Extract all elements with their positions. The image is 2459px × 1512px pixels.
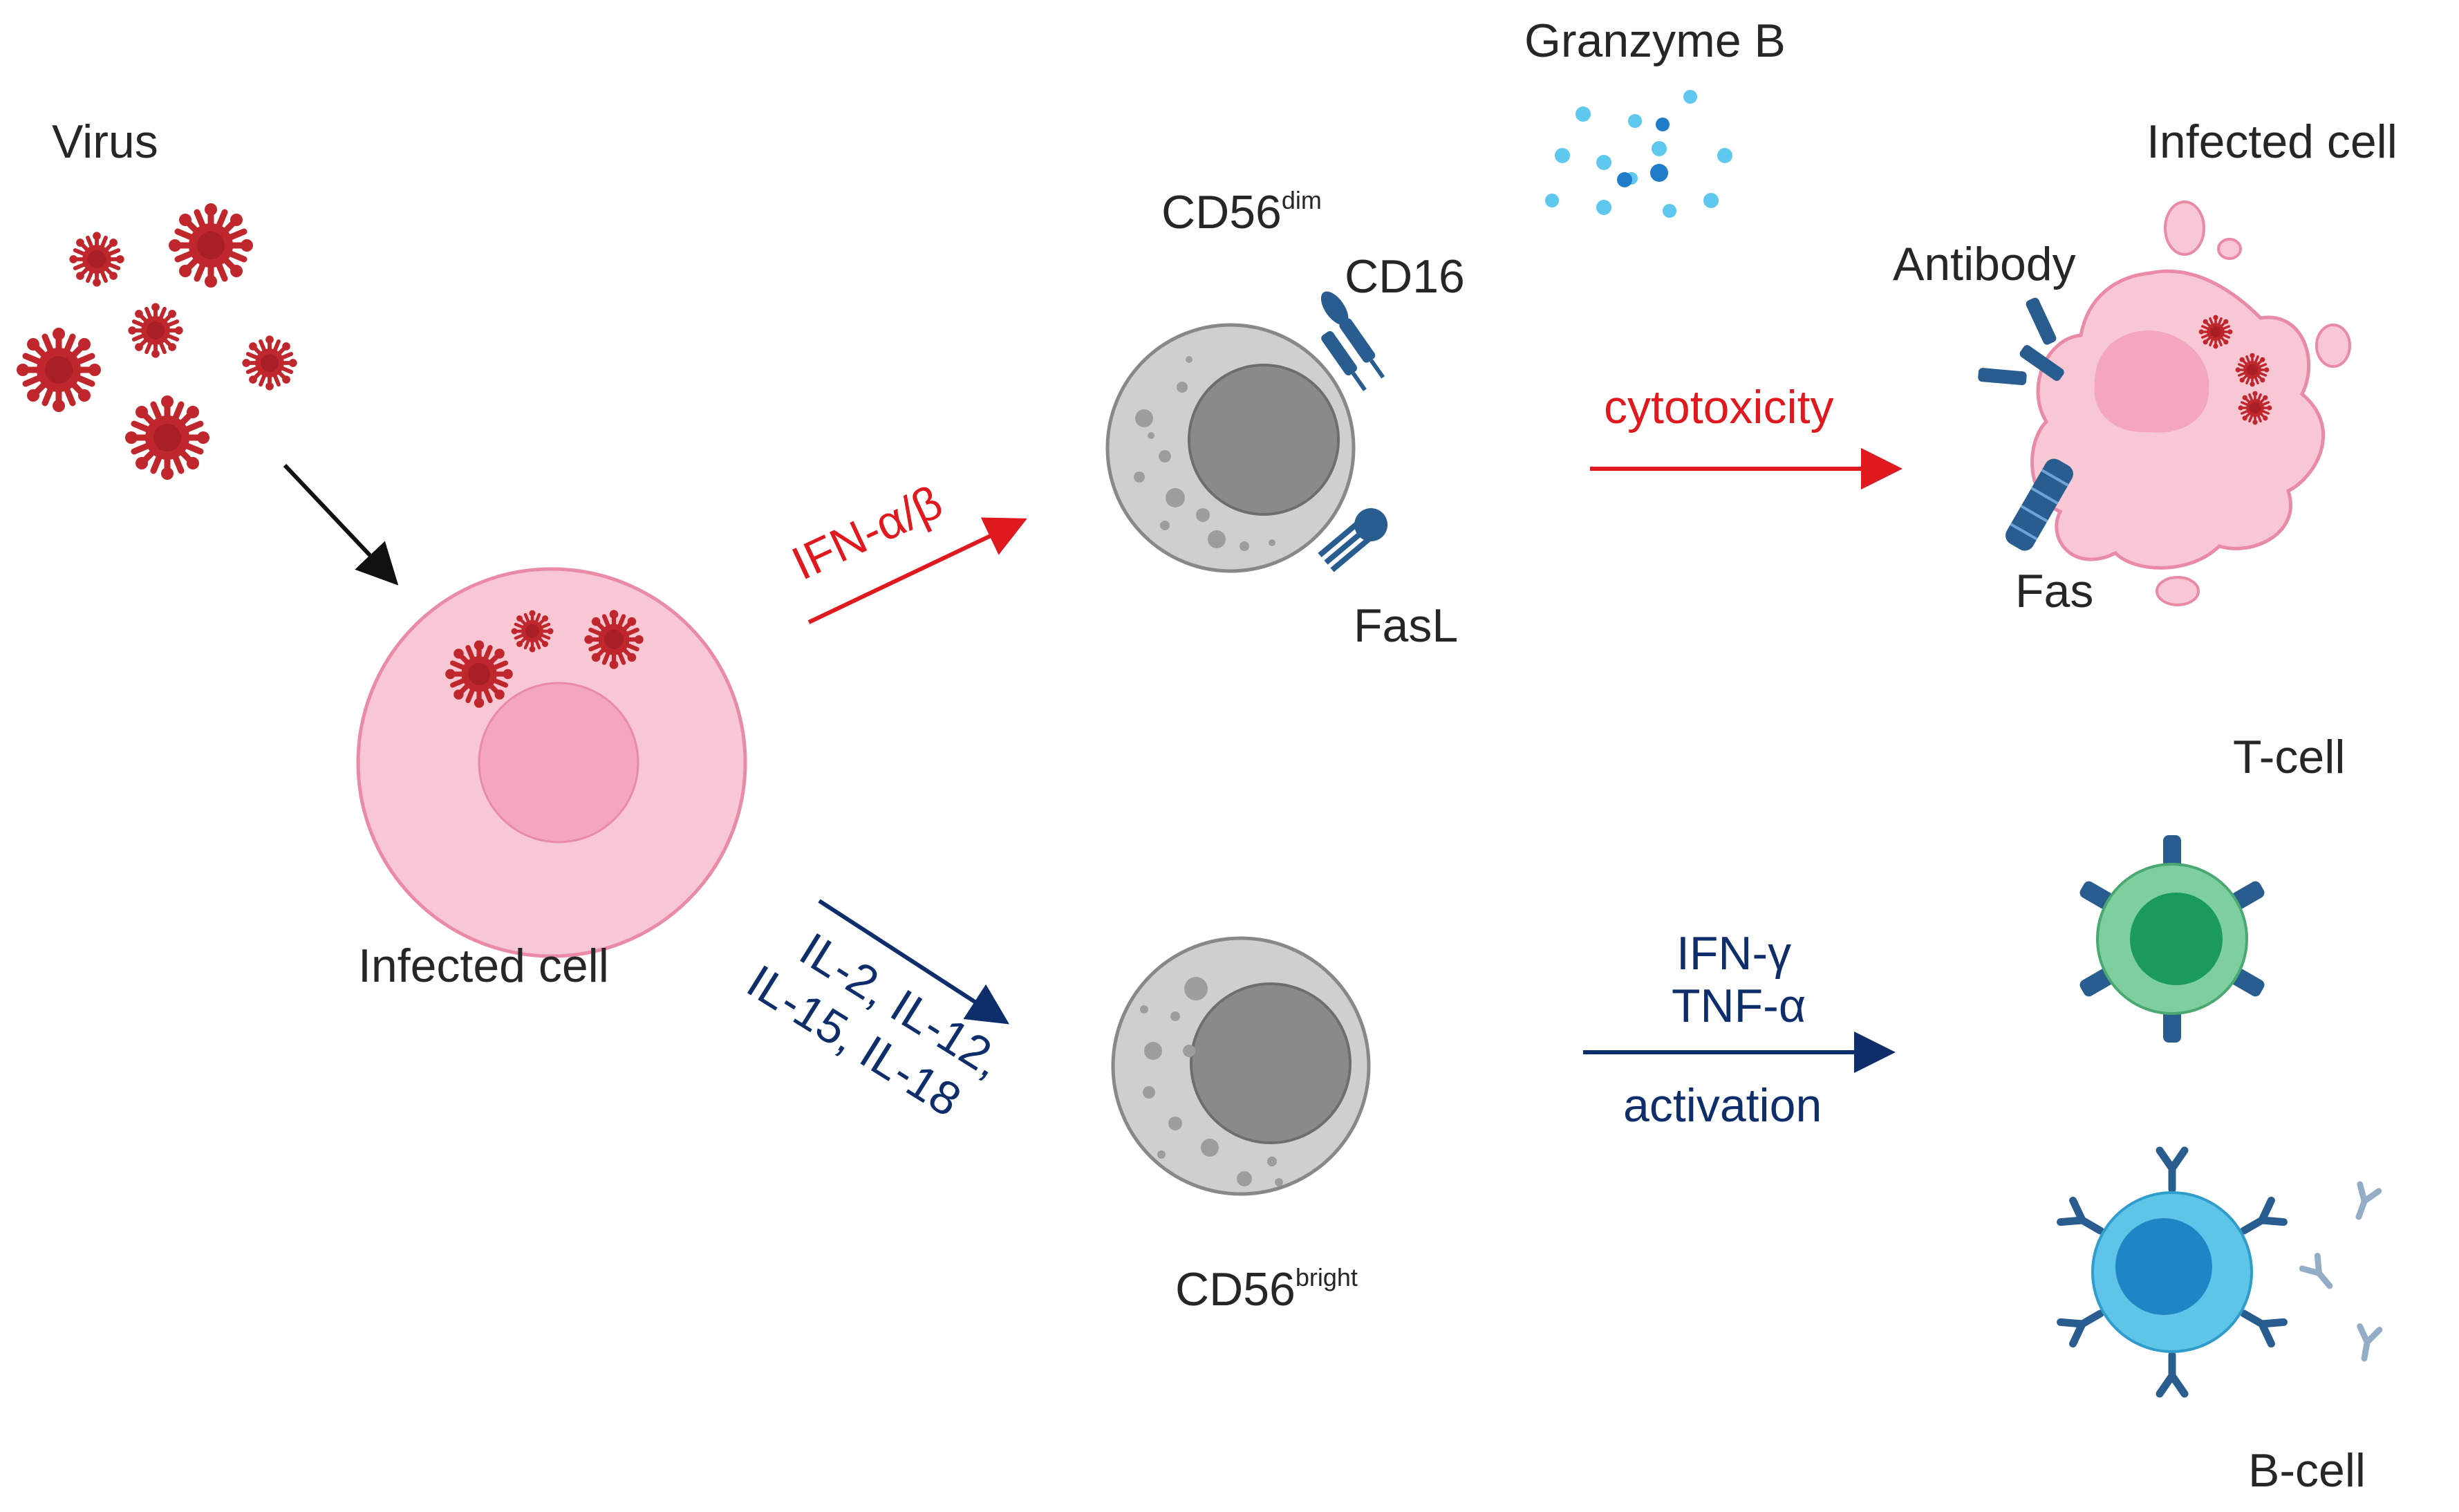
infected-cell-left-label: Infected cell [358,940,609,992]
b-cell-label: B-cell [2248,1444,2366,1497]
infected-cell-left [356,567,747,958]
activation-label: activation [1623,1079,1822,1132]
virus-particle-icon [2197,313,2234,351]
antibody-icon [1978,297,2064,386]
granzyme-b-label: Granzyme B [1524,15,1786,67]
b-cell [2061,1150,2379,1394]
virus-label: Virus [52,115,158,168]
t-cell [2076,834,2268,1044]
virus-particle-icon [2236,389,2274,427]
fas-label: Fas [2015,565,2093,617]
virus-particle-icon [17,328,101,412]
virus-particles [17,203,297,480]
cd56-bright-nk-cell [1111,936,1371,1196]
cd56-dim-main: CD56 [1161,186,1282,239]
free-antibody-icon [2302,1256,2337,1292]
fasl-label: FasL [1354,599,1458,652]
virus-particle-icon [69,232,124,286]
virus-to-cell-arrow [283,463,399,586]
cd16-receptor-icon [1320,291,1385,391]
cd16-label: CD16 [1345,250,1465,303]
fasl-receptor-icon [1318,508,1388,572]
cd56-bright-superscript: bright [1296,1263,1358,1291]
cd56-bright-label: CD56bright [1175,1263,1358,1316]
ifn-gamma-label: IFN-γ [1676,927,1791,980]
free-antibody-icon [2355,1326,2379,1360]
fas-receptor-icon [2005,458,2073,551]
cd56-dim-nk-cell [1105,291,1388,573]
cd56-dim-label: CD56dim [1161,186,1322,239]
virus-particle-icon [2234,351,2271,389]
virus-particle-icon [512,610,554,653]
virus-particle-icon [242,335,297,390]
t-cell-label: T-cell [2233,731,2345,783]
cd56-bright-main: CD56 [1175,1263,1296,1316]
virus-particle-icon [128,303,183,357]
virus-particle-icon [445,640,513,708]
infected-cell-right [1978,200,2351,606]
cd56-dim-superscript: dim [1282,186,1322,214]
infected-cell-right-label: Infected cell [2147,115,2397,168]
cytokine-arrow [818,899,1010,1025]
ifn-ab-arrow [807,517,1027,624]
antibody-label: Antibody [1893,238,2076,290]
virus-particle-icon [584,610,643,669]
cytotoxicity-label: cytotoxicity [1604,381,1834,433]
ifn-ab-label: IFN-α/β [784,476,950,590]
granzyme-b-particles [1545,90,1732,218]
virus-particle-icon [169,203,253,288]
virus-particle-icon [125,395,209,480]
free-antibody-icon [2349,1184,2378,1220]
tnf-alpha-label: TNF-α [1672,980,1806,1032]
